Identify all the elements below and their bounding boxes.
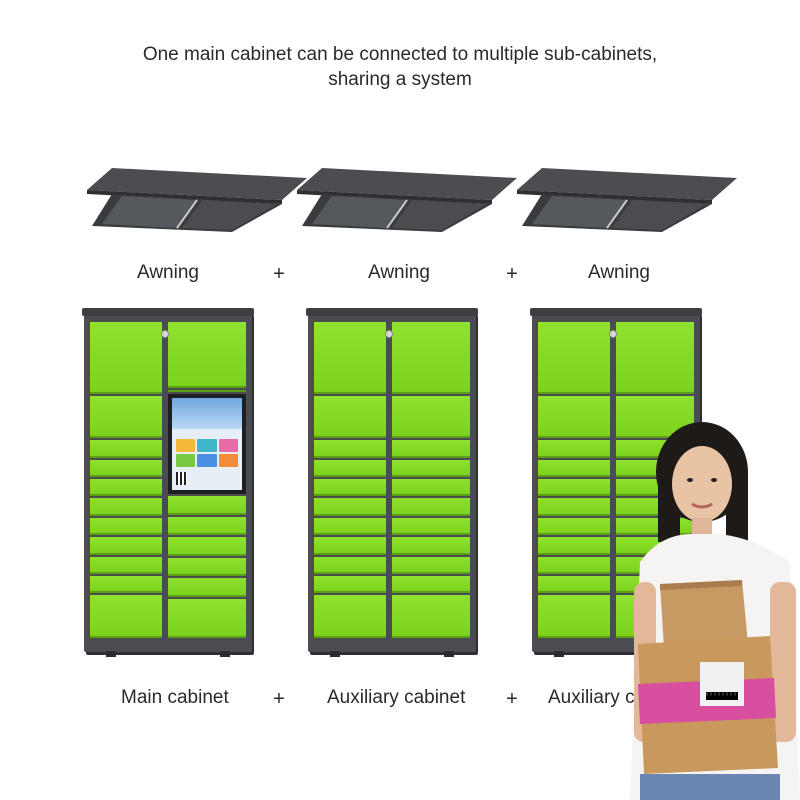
main-cabinet-image [82,308,254,657]
locker-door [538,440,610,458]
locker-door [314,595,386,638]
locker-door [168,389,246,392]
main-cabinet-left-column [90,322,162,640]
locker-door [90,395,162,439]
locker-door [314,440,386,458]
locker-door [392,576,470,594]
headline: One main cabinet can be connected to mul… [0,42,800,92]
locker-door [168,557,246,577]
main-cabinet-label: Main cabinet [121,687,229,708]
auxiliary-cabinet-2-label: Auxiliary c [548,687,635,708]
locker-door [314,459,386,478]
locker-door [392,479,470,497]
lock-icon [609,330,617,338]
locker-door [392,459,470,478]
locker-door [90,322,162,394]
awning-3-image [512,160,742,240]
locker-door [314,498,386,516]
lock-icon [385,330,393,338]
locker-door [314,517,386,536]
locker-door [314,576,386,594]
plus-sign-1: + [273,263,285,285]
locker-door [538,322,610,394]
locker-door [314,556,386,574]
awning-1-label: Awning [137,262,199,283]
locker-door [90,556,162,574]
locker-door [392,440,470,458]
locker-door [392,556,470,574]
locker-door [90,440,162,458]
plus-sign-2: + [506,263,518,285]
locker-door [90,595,162,638]
locker-door [538,556,610,574]
locker-door [314,479,386,497]
locker-door [392,517,470,536]
awning-2-label: Awning [368,262,430,283]
locker-door [314,395,386,439]
locker-door [392,537,470,555]
awning-3-label: Awning [588,262,650,283]
locker-door [90,479,162,497]
plus-sign-3: + [273,688,285,710]
locker-door [168,516,246,536]
locker-door [168,598,246,638]
aux-cabinet-2-left-column [538,322,610,640]
locker-door [314,537,386,555]
locker-door [90,498,162,516]
locker-door [314,322,386,394]
locker-door [538,595,610,638]
locker-door [168,537,246,556]
locker-door [538,537,610,555]
auxiliary-cabinet-1-label: Auxiliary cabinet [327,687,466,708]
locker-door [392,395,470,439]
locker-door [538,517,610,536]
locker-door [538,498,610,516]
locker-door [90,517,162,536]
awning-1-image [82,160,312,240]
lock-icon [161,330,169,338]
locker-door [392,498,470,516]
locker-door [392,595,470,638]
locker-door [538,395,610,439]
awning-2-image [292,160,522,240]
person-holding-parcels-photo [630,422,800,800]
touch-screen [168,393,246,495]
aux-cabinet-1-left-column [314,322,386,640]
headline-line-1: One main cabinet can be connected to mul… [142,44,658,65]
locker-door [538,576,610,594]
locker-door [616,322,694,394]
locker-door [538,459,610,478]
locker-door [90,459,162,478]
main-cabinet-right-column [168,322,246,640]
headline-line-2: sharing a system [328,69,472,90]
locker-door [90,576,162,594]
locker-door [392,322,470,394]
auxiliary-cabinet-1-image [306,308,478,657]
locker-door [168,496,246,515]
locker-door [168,322,246,388]
aux-cabinet-1-right-column [392,322,470,640]
locker-door [168,578,246,597]
locker-door [538,479,610,497]
plus-sign-4: + [506,688,518,710]
locker-door [90,537,162,555]
